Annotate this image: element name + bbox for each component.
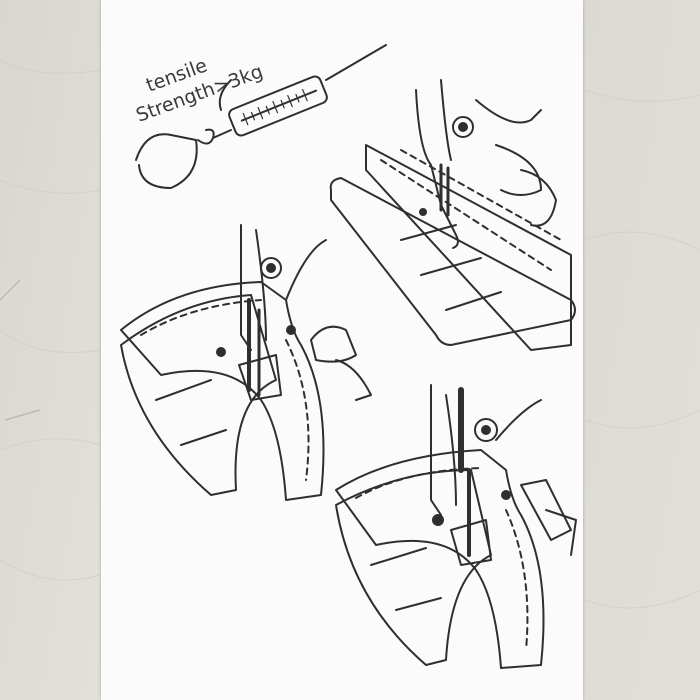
sewing-foot-flat-icon: [329, 79, 576, 351]
sewing-foot-curved-icon: [120, 224, 372, 501]
sewing-foot-curved-icon: [335, 384, 577, 669]
instruction-card: tensile Strength>3kg: [101, 0, 583, 700]
spring-scale-icon: [135, 44, 387, 189]
card-illustration: tensile Strength>3kg: [120, 44, 577, 669]
